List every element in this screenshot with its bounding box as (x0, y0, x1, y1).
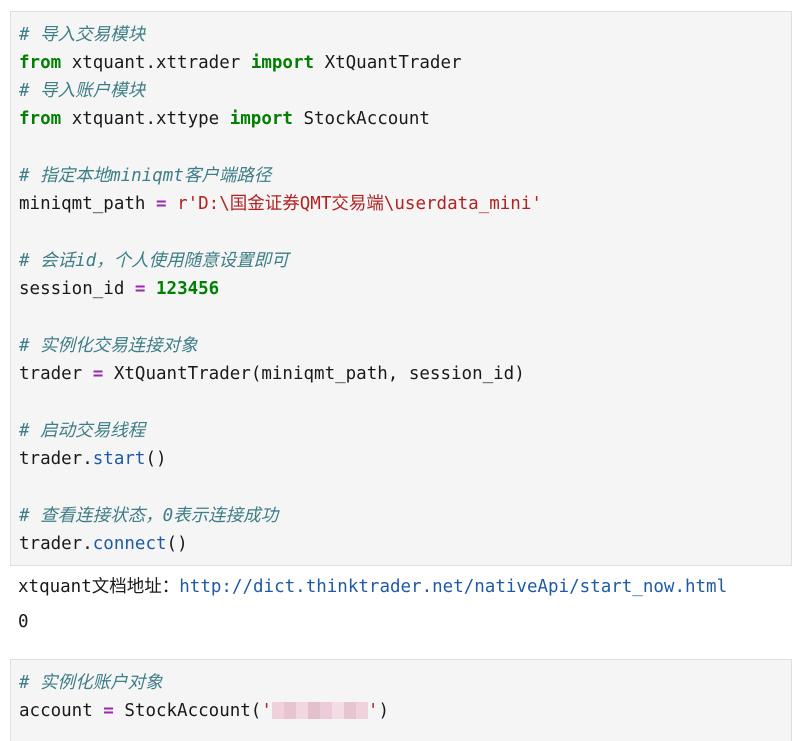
code-string: r'D:\国金证券QMT交易端\userdata_mini' (177, 194, 542, 214)
code-line: # 查看连接状态，0表示连接成功 (19, 504, 278, 528)
redacted-account-id (271, 702, 368, 719)
code-text (167, 194, 178, 214)
output-doc-url[interactable]: http://dict.thinktrader.net/nativeApi/st… (179, 577, 728, 597)
output-doc-line: xtquant文档地址：http://dict.thinktrader.net/… (18, 575, 727, 599)
code-line: from xtquant.xttrader import XtQuantTrad… (19, 51, 462, 75)
code-cell-1[interactable]: # 导入交易模块 from xtquant.xttrader import XtQ… (10, 11, 792, 566)
code-keyword: from (19, 109, 62, 129)
code-text: StockAccount (292, 109, 430, 129)
code-line: miniqmt_path = r'D:\国金证券QMT交易端\userdata_… (19, 192, 542, 216)
code-comment: # 实例化交易连接对象 (19, 336, 198, 356)
code-comment: # 查看连接状态，0表示连接成功 (19, 506, 279, 526)
code-operator: = (134, 279, 146, 299)
code-line: # 实例化账户对象 (19, 671, 163, 695)
code-text: () (145, 449, 167, 469)
code-line: # 导入交易模块 (19, 23, 145, 47)
code-text: XtQuantTrader (314, 53, 462, 73)
code-cell-2[interactable]: # 实例化账户对象 account = StockAccount('') (10, 659, 792, 741)
code-comment: # 会话id，个人使用随意设置即可 (19, 251, 289, 271)
code-keyword: import (229, 109, 293, 129)
code-function: connect (92, 534, 167, 554)
code-line: session_id = 123456 (19, 277, 219, 301)
code-line: from xtquant.xttype import StockAccount (19, 107, 430, 131)
code-text: xtquant.xttrader (61, 53, 251, 73)
code-text: xtquant.xttype (61, 109, 230, 129)
code-line: # 会话id，个人使用随意设置即可 (19, 249, 289, 273)
code-text: trader. (19, 449, 93, 469)
code-text: trader (19, 364, 93, 384)
code-comment: # 导入账户模块 (19, 81, 146, 101)
code-operator: = (92, 364, 104, 384)
code-line: # 实例化交易连接对象 (19, 334, 198, 358)
code-text: () (166, 534, 188, 554)
code-operator: = (155, 194, 167, 214)
code-string-quote: ' (261, 701, 272, 721)
code-line: trader.connect() (19, 532, 188, 556)
code-comment: # 导入交易模块 (19, 25, 146, 45)
code-string-quote: ' (367, 701, 379, 721)
code-line: # 启动交易线程 (19, 419, 145, 443)
code-operator: = (103, 701, 114, 721)
code-line: # 导入账户模块 (19, 79, 145, 103)
code-keyword: from (19, 53, 62, 73)
code-line: account = StockAccount('') (19, 699, 389, 723)
code-text: trader. (19, 534, 93, 554)
code-comment: # 实例化账户对象 (19, 673, 163, 693)
code-text: miniqmt_path (19, 194, 156, 214)
code-function: start (92, 449, 146, 469)
code-line: trader = XtQuantTrader(miniqmt_path, ses… (19, 362, 525, 386)
code-comment: # 指定本地miniqmt客户端路径 (19, 166, 272, 186)
code-text: ) (378, 701, 389, 721)
code-text: StockAccount( (113, 701, 262, 721)
code-text: session_id (19, 279, 135, 299)
code-text: account (19, 701, 104, 721)
code-keyword: import (250, 53, 315, 73)
code-comment: # 启动交易线程 (19, 421, 146, 441)
code-line: trader.start() (19, 447, 167, 471)
output-doc-label: xtquant文档地址： (18, 577, 180, 597)
output-result: 0 (18, 612, 29, 632)
code-line: # 指定本地miniqmt客户端路径 (19, 164, 271, 188)
code-text (145, 279, 156, 299)
code-text: XtQuantTrader(miniqmt_path, session_id) (103, 364, 525, 384)
code-number: 123456 (156, 279, 220, 299)
